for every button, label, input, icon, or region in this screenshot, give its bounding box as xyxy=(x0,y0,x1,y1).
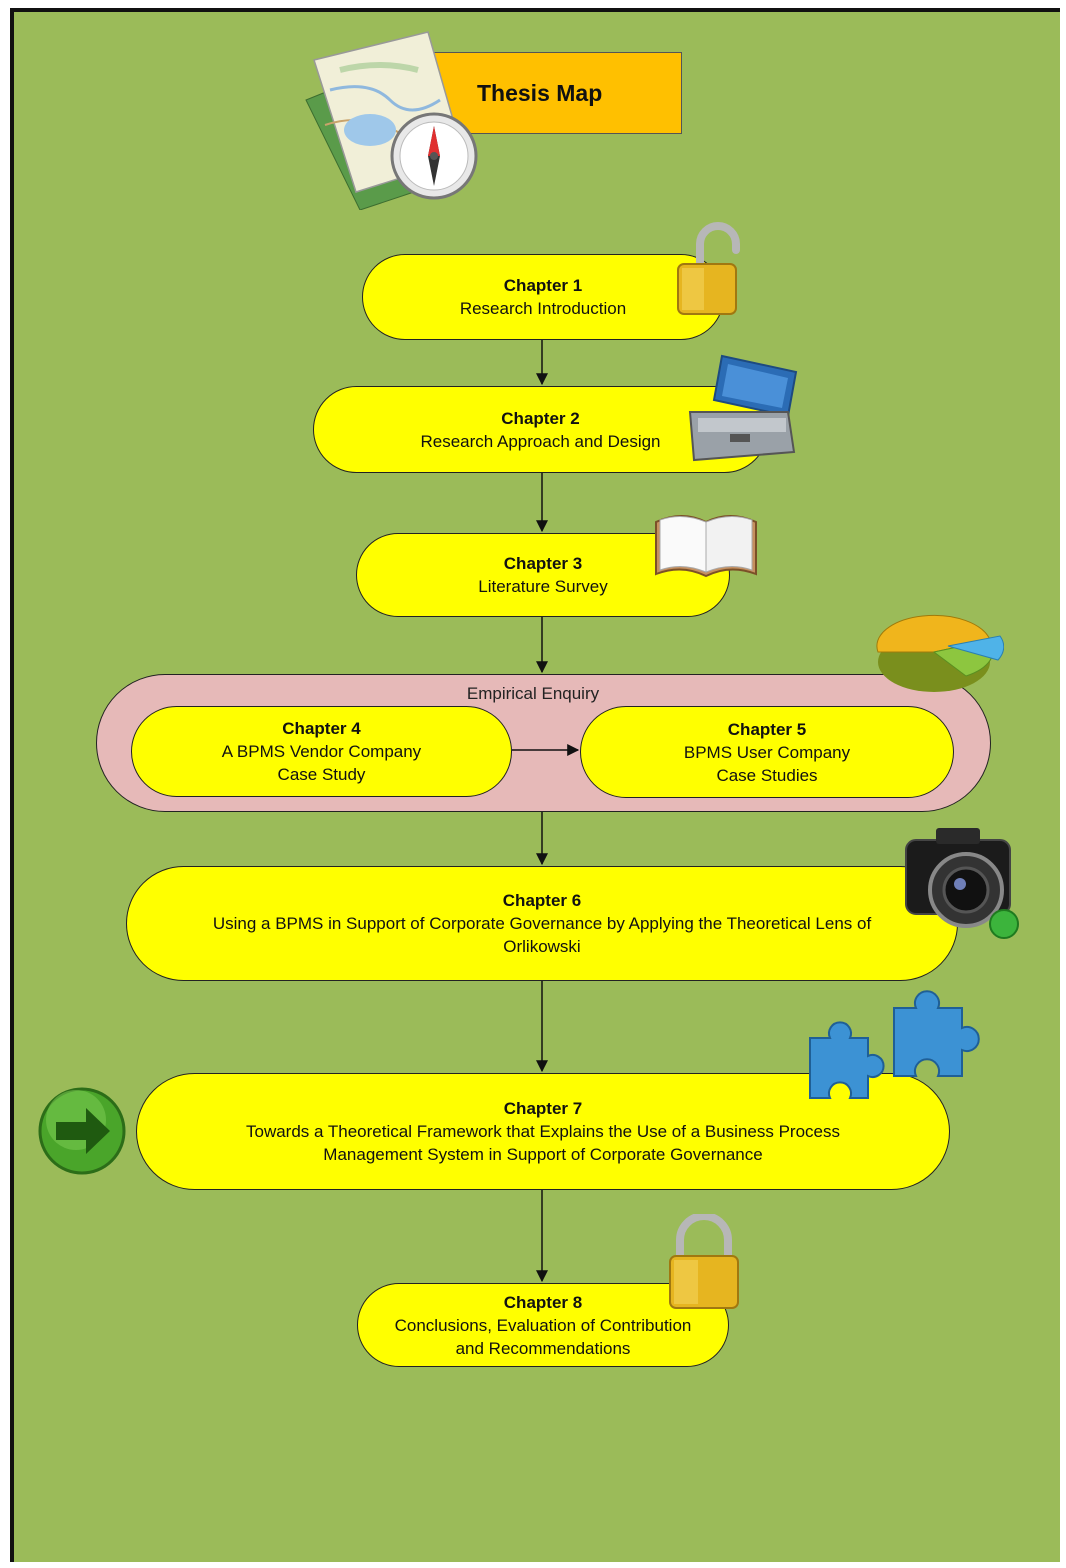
chapter-title-line: Towards a Theoretical Framework that Exp… xyxy=(245,1122,840,1141)
chapter-6-node: Chapter 6 Using a BPMS in Support of Cor… xyxy=(126,866,958,981)
map-compass-icon xyxy=(305,31,478,210)
chapter-heading: Chapter 7 xyxy=(503,1099,583,1118)
green-arrow-icon xyxy=(38,1087,126,1175)
chapter-title-line: Literature Survey xyxy=(478,577,608,596)
page-title: Thesis Map xyxy=(477,79,603,106)
chapter-title-line: Case Study xyxy=(277,765,366,784)
chapter-1-node: Chapter 1 Research Introduction xyxy=(362,254,724,340)
chapter-title-line: BPMS User Company xyxy=(683,742,851,762)
chapter-heading: Chapter 1 xyxy=(503,276,583,295)
open-book-icon xyxy=(655,515,757,578)
chapter-title-line: Management System in Support of Corporat… xyxy=(323,1145,763,1164)
chapter-5-node: Chapter 5 BPMS User Company Case Studies xyxy=(580,706,954,798)
chapter-heading: Chapter 5 xyxy=(727,719,807,739)
unlocked-padlock-icon xyxy=(677,222,740,315)
chapter-heading: Chapter 8 xyxy=(503,1292,583,1312)
chapter-8-node: Chapter 8 Conclusions, Evaluation of Con… xyxy=(357,1283,729,1367)
locked-padlock-icon xyxy=(669,1214,739,1309)
chapter-4-node: Chapter 4 A BPMS Vendor Company Case Stu… xyxy=(131,706,512,797)
chapter-title-line: Case Studies xyxy=(716,765,818,785)
chapter-title-line: Research Introduction xyxy=(459,299,627,318)
chapter-title-line: A BPMS Vendor Company xyxy=(221,742,422,761)
chapter-heading: Chapter 6 xyxy=(502,891,582,910)
chapter-title-line: Orlikowski xyxy=(503,937,581,956)
group-label: Empirical Enquiry xyxy=(466,684,600,703)
camera-icon xyxy=(905,828,1019,939)
chapter-title-line: Research Approach and Design xyxy=(420,431,661,451)
puzzle-pieces-icon xyxy=(809,990,980,1099)
pie-chart-icon xyxy=(876,614,1004,692)
chapter-title-line: and Recommendations xyxy=(455,1338,631,1358)
chapter-heading: Chapter 3 xyxy=(503,554,583,573)
toolbox-icon xyxy=(688,354,798,462)
chapter-heading: Chapter 2 xyxy=(501,408,580,428)
chapter-heading: Chapter 4 xyxy=(282,719,361,738)
chapter-title-line: Conclusions, Evaluation of Contribution xyxy=(394,1315,692,1335)
chapter-title-line: Using a BPMS in Support of Corporate Gov… xyxy=(212,914,872,933)
